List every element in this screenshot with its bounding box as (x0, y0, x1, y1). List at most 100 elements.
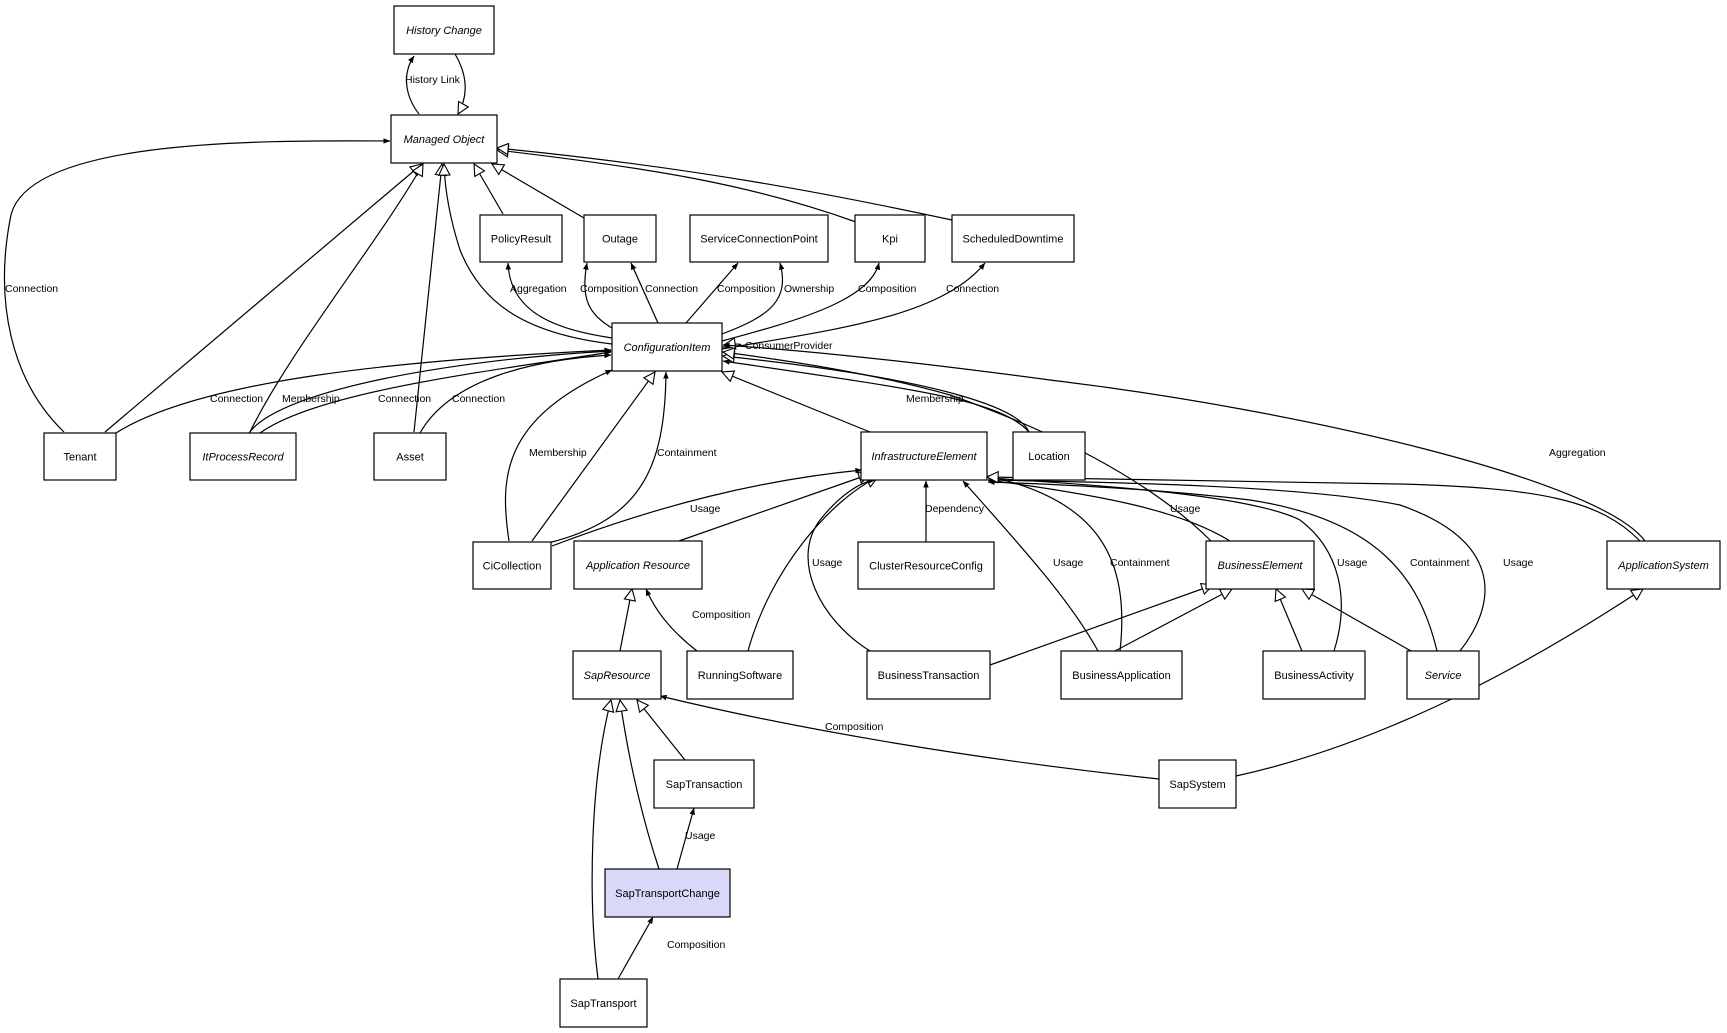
class-node-businessactivity[interactable]: BusinessActivity (1262, 650, 1366, 700)
class-box (689, 214, 829, 263)
edge-label: ConsumerProvider (745, 340, 833, 352)
class-node-service[interactable]: Service (1406, 650, 1480, 700)
edge-association-configurationitem-to-serviceconnectionpoint (685, 262, 739, 324)
class-box (43, 432, 117, 481)
class-box (189, 432, 297, 481)
edge-association-tenant-to-configurationitem (115, 347, 612, 434)
class-node-infrastructureelement[interactable]: InfrastructureElement (860, 431, 988, 481)
edge-association-businesstransaction-to-infrastructureelement (807, 478, 876, 652)
class-name: Managed Object (404, 134, 486, 146)
edge-association-cicollection-to-configurationitem (547, 371, 669, 544)
class-node-policyresult[interactable]: PolicyResult (479, 214, 563, 263)
class-node-saptransportchange[interactable]: SapTransportChange (604, 868, 731, 918)
class-node-applicationresource[interactable]: Application Resource (573, 540, 703, 590)
class-node-businesstransaction[interactable]: BusinessTransaction (866, 650, 991, 700)
edge-label: Ownership (784, 283, 834, 295)
edge-association-applicationsystem-to-configurationitem (722, 342, 1646, 542)
class-name: CiCollection (483, 560, 542, 572)
edge-label: Membership (282, 393, 340, 405)
edge-association-asset-to-configurationitem (419, 352, 612, 434)
class-node-location[interactable]: Location (1012, 431, 1086, 481)
edge-association-runningsoftware-to-applicationresource (645, 588, 698, 652)
class-name: SapTransaction (666, 779, 743, 791)
class-box (1060, 650, 1183, 700)
edge-association-service-to-infrastructureelement (987, 477, 1486, 652)
edge-label: Containment (1410, 557, 1470, 569)
edge-association-businessactivity-to-infrastructureelement (987, 475, 1342, 652)
class-node-historychange[interactable]: History Change (393, 5, 495, 55)
edge-inheritance-itprocessrecord-to-managedobject (249, 164, 423, 433)
class-box (653, 759, 755, 809)
class-node-saptransaction[interactable]: SapTransaction (653, 759, 755, 809)
class-name: ApplicationSystem (1617, 560, 1709, 572)
class-node-managedobject[interactable]: Managed Object (390, 114, 498, 164)
class-name: Tenant (63, 451, 96, 463)
edge-label: Usage (1503, 557, 1534, 569)
edge-association-cicollection-to-configurationitem (504, 369, 613, 542)
class-node-clusterresourceconfig[interactable]: ClusterResourceConfig (857, 541, 995, 590)
class-node-outage[interactable]: Outage (583, 214, 657, 263)
class-node-tenant[interactable]: Tenant (43, 432, 117, 481)
edge-label: Connection (946, 283, 999, 295)
class-node-businesselement[interactable]: BusinessElement (1205, 540, 1315, 590)
edge-label: Connection (5, 283, 58, 295)
edge-association-tenant-to-managedobject (3, 138, 391, 433)
class-node-serviceconnectionpoint[interactable]: ServiceConnectionPoint (689, 214, 829, 263)
class-name: BusinessTransaction (878, 670, 980, 682)
class-box (390, 114, 498, 164)
class-node-scheduleddowntime[interactable]: ScheduledDowntime (951, 214, 1075, 263)
class-node-sapsystem[interactable]: SapSystem (1158, 759, 1237, 809)
edge-association-location-to-configurationitem (722, 359, 1030, 433)
class-name: BusinessActivity (1274, 670, 1354, 682)
edge-inheritance-asset-to-managedobject (413, 164, 442, 433)
edge-label: Composition (717, 283, 776, 295)
edge-inheritance-businessapplication-to-businesselement (1114, 589, 1232, 652)
edge-association-configurationitem-to-scheduleddowntime (721, 262, 986, 350)
class-name: ItProcessRecord (202, 451, 284, 463)
class-node-runningsoftware[interactable]: RunningSoftware (686, 650, 794, 700)
class-name: SapTransport (570, 998, 636, 1010)
edge-label: Connection (210, 393, 263, 405)
edge-inheritance-scheduleddowntime-to-managedobject (497, 148, 953, 221)
edge-inheritance-service-to-businesselement (1302, 589, 1412, 652)
class-node-asset[interactable]: Asset (373, 432, 447, 481)
edge-inheritance-businesstransaction-to-businesselement (989, 585, 1213, 666)
edge-association-cicollection-to-infrastructureelement (551, 467, 863, 547)
class-box (572, 650, 662, 700)
class-box (686, 650, 794, 700)
class-box (393, 5, 495, 55)
class-node-sapresource[interactable]: SapResource (572, 650, 662, 700)
class-box (857, 541, 995, 590)
edge-association-sapsystem-to-sapresource (659, 694, 1160, 780)
class-box (1205, 540, 1315, 590)
edge-label: Usage (690, 503, 721, 515)
class-name: Outage (602, 233, 638, 245)
class-node-saptransport[interactable]: SapTransport (559, 978, 648, 1028)
class-node-businessapplication[interactable]: BusinessApplication (1060, 650, 1183, 700)
class-box (1406, 650, 1480, 700)
edge-label: Composition (858, 283, 917, 295)
class-node-applicationsystem[interactable]: ApplicationSystem (1606, 540, 1721, 590)
class-name: SapSystem (1169, 779, 1225, 791)
edge-inheritance-historychange-to-managedobject (454, 53, 465, 114)
class-node-configurationitem[interactable]: ConfigurationItem (611, 322, 723, 372)
class-node-kpi[interactable]: Kpi (854, 214, 926, 263)
edge-association-service-to-infrastructureelement (987, 479, 1438, 652)
class-box (611, 322, 723, 372)
class-box (604, 868, 731, 918)
class-node-itprocessrecord[interactable]: ItProcessRecord (189, 432, 297, 481)
edge-label: History Link (405, 74, 461, 86)
edge-label: Composition (692, 609, 751, 621)
edge-label: Connection (645, 283, 698, 295)
class-box (1606, 540, 1721, 590)
edge-label: Membership (529, 447, 587, 459)
class-name: History Change (406, 25, 482, 37)
edge-association-configurationitem-to-outage (583, 262, 613, 329)
class-name: SapResource (584, 670, 651, 682)
class-node-cicollection[interactable]: CiCollection (472, 541, 552, 590)
edge-inheritance-saptransaction-to-sapresource (637, 700, 686, 761)
class-name: BusinessApplication (1072, 670, 1170, 682)
